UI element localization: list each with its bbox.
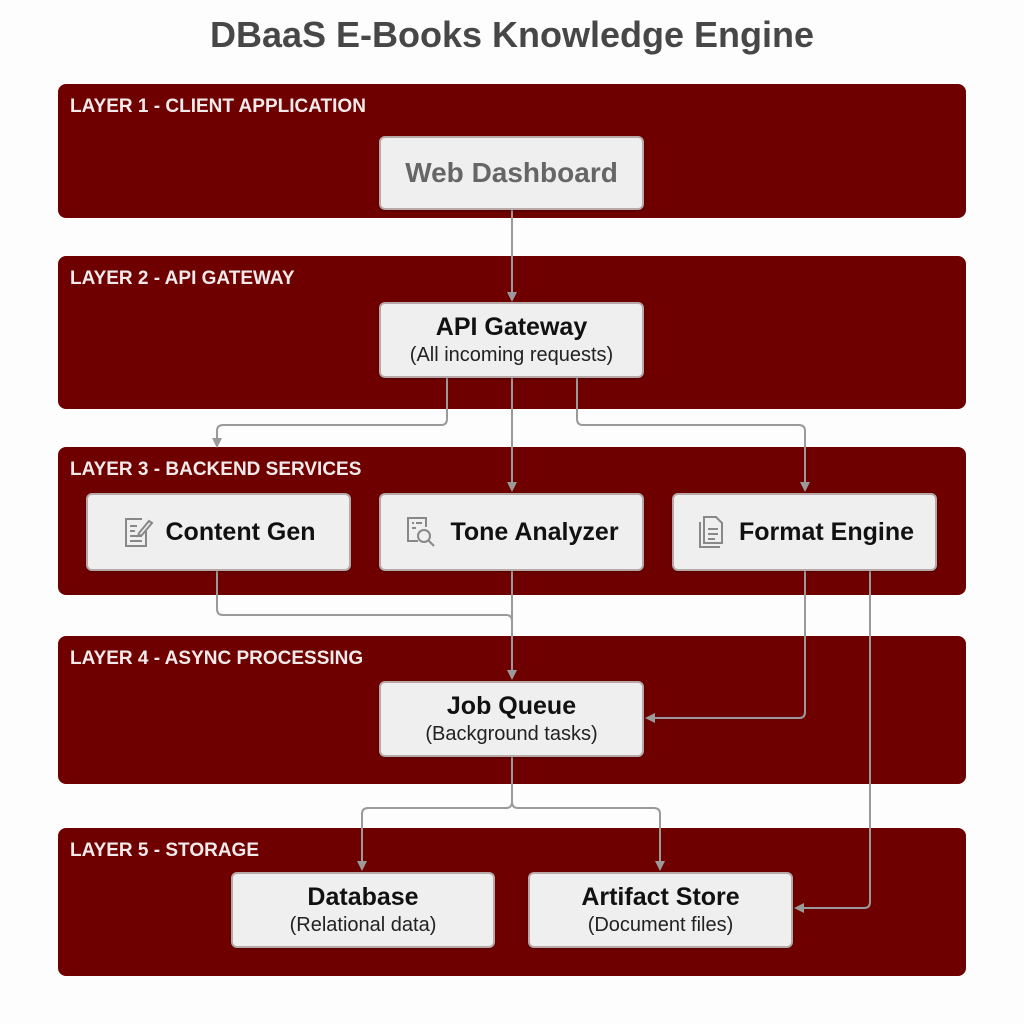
connector-content-queue (216, 571, 513, 622)
node-subtitle: (Background tasks) (425, 723, 598, 745)
node-title: Format Engine (738, 517, 914, 546)
node-subtitle: (All incoming requests) (409, 344, 614, 366)
layer-label: LAYER 2 - API GATEWAY (70, 268, 295, 289)
layer-label: LAYER 4 - ASYNC PROCESSING (70, 648, 364, 669)
documents-icon (695, 514, 727, 550)
connector-format-artifact (794, 571, 871, 913)
layer-label: LAYER 3 - BACKEND SERVICES (70, 459, 362, 480)
node-api-gateway[interactable]: API Gateway (All incoming requests) (379, 302, 644, 378)
node-tone-analyzer[interactable]: Tone Analyzer (379, 493, 644, 571)
edit-document-icon (122, 515, 154, 549)
node-artifact-store[interactable]: Artifact Store (Document files) (528, 872, 793, 948)
connector-queue-artifact (511, 801, 665, 871)
node-title: Web Dashboard (405, 157, 618, 188)
node-web-dashboard[interactable]: Web Dashboard (379, 136, 644, 210)
node-title: Tone Analyzer (450, 517, 619, 546)
node-title: Artifact Store (581, 883, 740, 911)
node-content-gen[interactable]: Content Gen (86, 493, 351, 571)
connector-format-queue (645, 571, 806, 723)
connector-queue-database (357, 757, 513, 871)
node-subtitle: (Document files) (587, 914, 734, 936)
layer-label: LAYER 5 - STORAGE (70, 840, 259, 861)
layer-storage: LAYER 5 - STORAGE (58, 828, 966, 976)
node-format-engine[interactable]: Format Engine (672, 493, 937, 571)
node-title: Database (307, 883, 419, 911)
node-job-queue[interactable]: Job Queue (Background tasks) (379, 681, 644, 757)
connector-gateway-content (212, 378, 448, 448)
node-subtitle: (Relational data) (289, 914, 437, 936)
node-title: Job Queue (446, 692, 577, 720)
connector-gateway-format (576, 378, 810, 492)
layer-label: LAYER 1 - CLIENT APPLICATION (70, 96, 366, 117)
node-title: API Gateway (435, 313, 588, 341)
diagram-title: DBaaS E-Books Knowledge Engine (209, 14, 815, 55)
document-search-icon (404, 515, 438, 549)
node-title: Content Gen (165, 517, 316, 546)
node-database[interactable]: Database (Relational data) (231, 872, 495, 948)
